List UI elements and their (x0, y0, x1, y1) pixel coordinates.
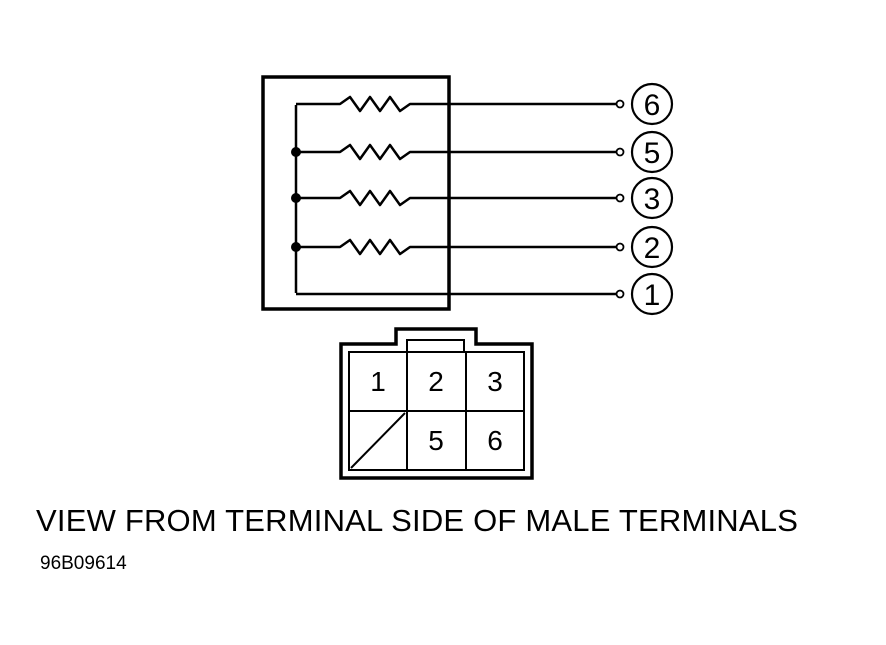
connector-latch-tab (406, 339, 465, 352)
terminal-row-5: 5 (291, 130, 674, 174)
wire-end-terminal-1 (615, 289, 625, 299)
junction-dot-3 (291, 193, 301, 203)
terminal-number-6: 6 (644, 89, 661, 122)
cavity-1: 1 (370, 366, 386, 397)
wire-end-terminal-2 (615, 242, 625, 252)
junction-dot-5 (291, 147, 301, 157)
wire-group: 6 5 3 2 1 (291, 82, 674, 316)
wire-end-terminal-6 (615, 99, 625, 109)
cavity-6: 6 (487, 425, 503, 456)
connector-outer-shell (339, 327, 534, 480)
wire-5-with-resistor (296, 143, 620, 161)
terminal-row-1: 1 (296, 272, 674, 316)
junction-dot-2 (291, 242, 301, 252)
terminal-number-1: 1 (644, 279, 661, 312)
terminal-row-6: 6 (296, 82, 674, 126)
terminal-number-5: 5 (644, 137, 661, 170)
cavity-label-5: 5 (428, 425, 444, 456)
wire-2-with-resistor (296, 238, 620, 256)
cavity-label-1: 1 (370, 366, 386, 397)
cavity-5: 5 (428, 425, 444, 456)
diagram-caption: VIEW FROM TERMINAL SIDE OF MALE TERMINAL… (36, 503, 799, 538)
cavity-blank (350, 412, 406, 469)
terminal-number-2: 2 (644, 232, 661, 265)
blocked-cavity-slash (350, 412, 406, 469)
terminal-number-3: 3 (644, 183, 661, 216)
wire-6-with-resistor (296, 95, 620, 113)
terminal-number-circle-1 (630, 272, 674, 316)
cavity-3: 3 (487, 366, 503, 397)
wire-end-terminal-3 (615, 193, 625, 203)
terminal-number-circle-5 (630, 130, 674, 174)
terminal-number-circle-2 (630, 225, 674, 269)
cavity-label-3: 3 (487, 366, 503, 397)
terminal-number-circle-6 (630, 82, 674, 126)
cavity-label-6: 6 (487, 425, 503, 456)
figure-id: 96B09614 (40, 553, 127, 574)
resistor-pack-housing (261, 75, 451, 311)
terminal-row-2: 2 (291, 225, 674, 269)
cavity-2: 2 (428, 366, 444, 397)
wire-3-with-resistor (296, 189, 620, 207)
terminal-number-circle-3 (630, 176, 674, 220)
wire-end-terminal-5 (615, 147, 625, 157)
cavity-group: 1 2 3 5 6 (350, 366, 503, 469)
terminal-row-3: 3 (291, 176, 674, 220)
connector: 1 2 3 5 6 (339, 327, 534, 480)
cavity-label-2: 2 (428, 366, 444, 397)
